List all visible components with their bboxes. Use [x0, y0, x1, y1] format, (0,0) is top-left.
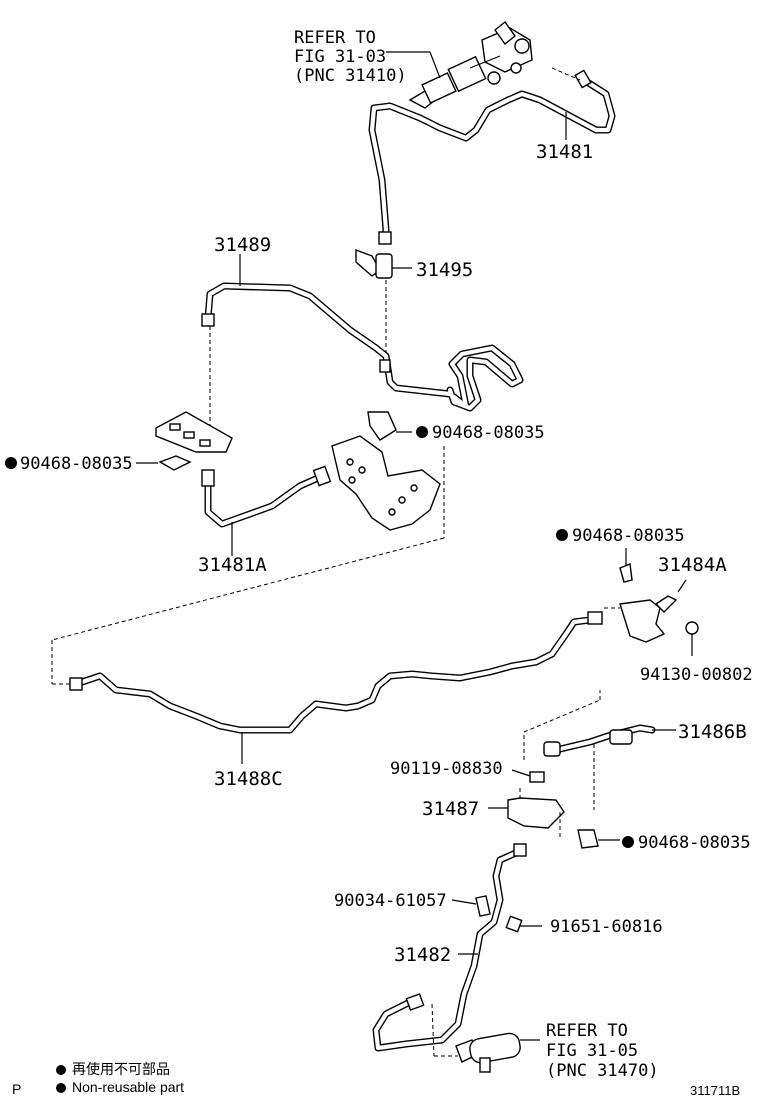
bracket-plate: [331, 435, 445, 538]
pipe-31488C: [69, 611, 603, 764]
refer-top-line1: REFER TO: [294, 28, 376, 48]
label-31486B: 31486B: [678, 721, 747, 743]
pipe-31482: [372, 843, 542, 1057]
label-31488C: 31488C: [214, 768, 283, 790]
legend-bullet-icon: [56, 1083, 66, 1094]
pipe-31489: [201, 282, 524, 440]
master-cylinder-top: [408, 20, 533, 109]
legend-en-text: Non-reusable part: [72, 1079, 185, 1095]
bracket-left: [155, 411, 233, 453]
refer-bottom-line3: (PNC 31470): [546, 1061, 659, 1081]
label-31495: 31495: [416, 259, 473, 281]
label-94130: 94130-00802: [640, 665, 753, 685]
hose-31486B: [523, 690, 676, 810]
refer-top-line2: FIG 31-03: [294, 47, 386, 67]
clip-lower-right: [577, 829, 620, 849]
hose-31481A: [201, 465, 332, 556]
label-31484A: 31484A: [658, 554, 727, 576]
legend-en: Non-reusable part: [56, 1079, 184, 1095]
legend-jp-text: 再使用不可部品: [72, 1061, 170, 1077]
label-clip-upper-right: 90468-08035: [432, 423, 545, 443]
leader-dashed-long: [51, 537, 445, 641]
label-31489: 31489: [214, 234, 271, 256]
page-letter: P: [12, 1081, 22, 1097]
bracket-31487: [488, 788, 565, 840]
label-clip-mid-right: 90468-08035: [572, 526, 685, 546]
refer-bottom-line2: FIG 31-05: [546, 1041, 638, 1061]
leader-refer-top-2: [429, 51, 441, 79]
nonreusable-dot: [556, 529, 568, 541]
label-clip-upper-left: 90468-08035: [20, 454, 133, 474]
label-31481A: 31481A: [198, 554, 267, 576]
refer-bottom-line1: REFER TO: [546, 1021, 628, 1041]
nonreusable-dot: [416, 426, 428, 438]
label-31481: 31481: [536, 141, 593, 163]
label-clip-lower-right: 90468-08035: [638, 833, 751, 853]
junction-31495: [355, 248, 412, 360]
pipe-31481: [368, 67, 616, 245]
label-31482: 31482: [394, 944, 451, 966]
label-91651: 91651-60816: [550, 917, 663, 937]
legend-bullet-icon: [56, 1065, 66, 1076]
clutch-cylinder-bottom: [455, 1032, 540, 1073]
bolt-90119: [511, 769, 545, 783]
label-90119: 90119-08830: [390, 759, 503, 779]
nonreusable-dot: [622, 836, 634, 848]
label-31487: 31487: [422, 798, 479, 820]
figure-code: 311711B: [690, 1083, 741, 1098]
bracket-31484A: [604, 548, 699, 656]
clip-upper-right: [367, 411, 412, 441]
nonreusable-dot: [5, 457, 17, 469]
refer-top-line3: (PNC 31410): [294, 66, 407, 86]
legend-jp: 再使用不可部品: [56, 1059, 170, 1079]
clip-upper-left: [136, 455, 192, 471]
label-90034: 90034-61057: [334, 891, 447, 911]
